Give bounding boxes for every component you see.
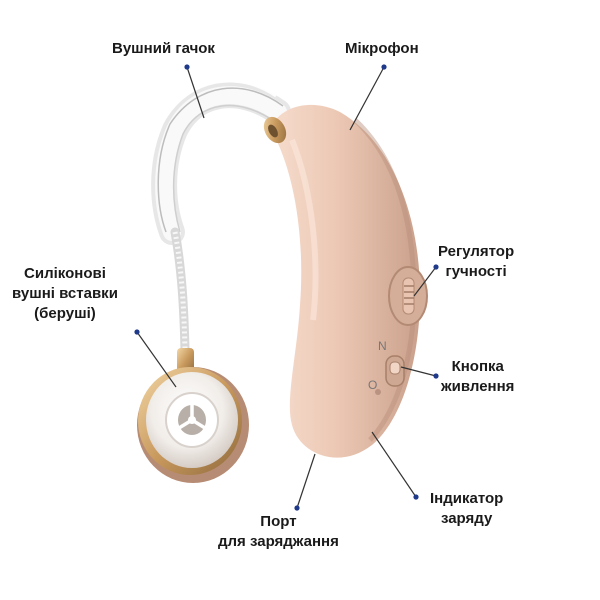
label-indicator-line2: заряду	[440, 510, 493, 527]
label-ear-tips-line2: вушні вставки	[12, 285, 118, 302]
leader-indicator	[371, 431, 419, 500]
label-charging-port-line2: для заряджання	[218, 533, 339, 550]
leader-power	[400, 366, 439, 379]
label-volume: Регулятор гучності	[438, 242, 514, 282]
power-switch: N O	[368, 339, 405, 392]
label-indicator-line1: Індикатор	[430, 490, 504, 507]
label-charging-port-line1: Порт	[260, 513, 297, 530]
label-volume-line1: Регулятор	[438, 243, 515, 260]
volume-wheel	[388, 266, 428, 326]
label-ear-tips-line1: Силіконові	[24, 265, 106, 282]
ear-hook	[151, 79, 291, 245]
label-ear-tips-line3: (беруші)	[34, 305, 96, 322]
leader-lines	[134, 64, 439, 511]
leader-ear-hook	[184, 64, 205, 119]
leader-ear-tips	[134, 329, 177, 388]
charge-indicator-led	[375, 389, 381, 395]
label-power-line1: Кнопка	[451, 358, 504, 375]
switch-on-mark: N	[378, 339, 387, 353]
label-ear-tips: Силіконові вушні вставки (беруші)	[12, 264, 118, 324]
label-volume-line2: гучності	[445, 263, 507, 280]
label-power-line2: живлення	[441, 378, 515, 395]
label-charging-port: Порт для заряджання	[218, 512, 339, 552]
leader-charging-port	[294, 453, 316, 511]
switch-off-mark: O	[368, 378, 377, 392]
earpiece	[137, 367, 249, 483]
label-microphone: Мікрофон	[345, 40, 419, 57]
sound-tube	[170, 227, 190, 355]
label-indicator: Індикатор заряду	[430, 489, 503, 529]
label-ear-hook: Вушний гачок	[112, 40, 215, 57]
microphone-port	[263, 116, 287, 144]
leader-microphone	[349, 64, 387, 131]
leader-volume	[413, 264, 439, 297]
label-power: Кнопка живлення	[441, 357, 514, 397]
